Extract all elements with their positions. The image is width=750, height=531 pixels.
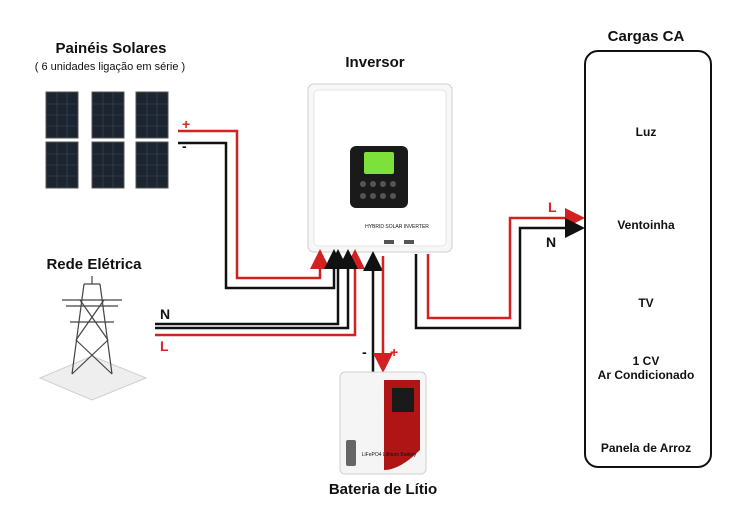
power-tower [38,276,148,401]
battery-title: Bateria de Lítio [328,481,438,498]
battery-negative-tag: - [362,344,367,360]
battery-label-text: LiFePO4 Lithium Battery [361,452,417,458]
inverter-title: Inversor [345,54,405,71]
output-neutral-tag: N [546,234,557,250]
grid-neutral-tag: N [160,306,171,322]
loads-title: Cargas CA [607,28,685,45]
load-label-rice-cooker: Panela de Arroz [600,441,692,455]
solar-subtitle: ( 6 unidades ligação em série ) [34,61,186,73]
battery-unit [339,371,427,475]
solar-negative-tag: - [182,138,187,154]
inverter-brand-text: HYBRID SOLAR INVERTER [365,224,429,230]
grid-title: Rede Elétrica [46,256,142,273]
solar-panels [45,91,169,189]
battery-positive-tag: + [390,344,399,360]
load-label-ac: Ar Condicionado [597,368,695,382]
load-label-ac-power: 1 CV [632,354,660,368]
load-label-light: Luz [635,125,657,139]
load-label-fan: Ventoinha [617,218,675,232]
load-label-tv: TV [638,296,654,310]
solar-positive-tag: + [182,116,191,132]
grid-line-tag: L [160,338,169,354]
ac-loads-panel [584,50,712,468]
solar-title: Painéis Solares [55,40,167,57]
output-line-tag: L [548,199,557,215]
